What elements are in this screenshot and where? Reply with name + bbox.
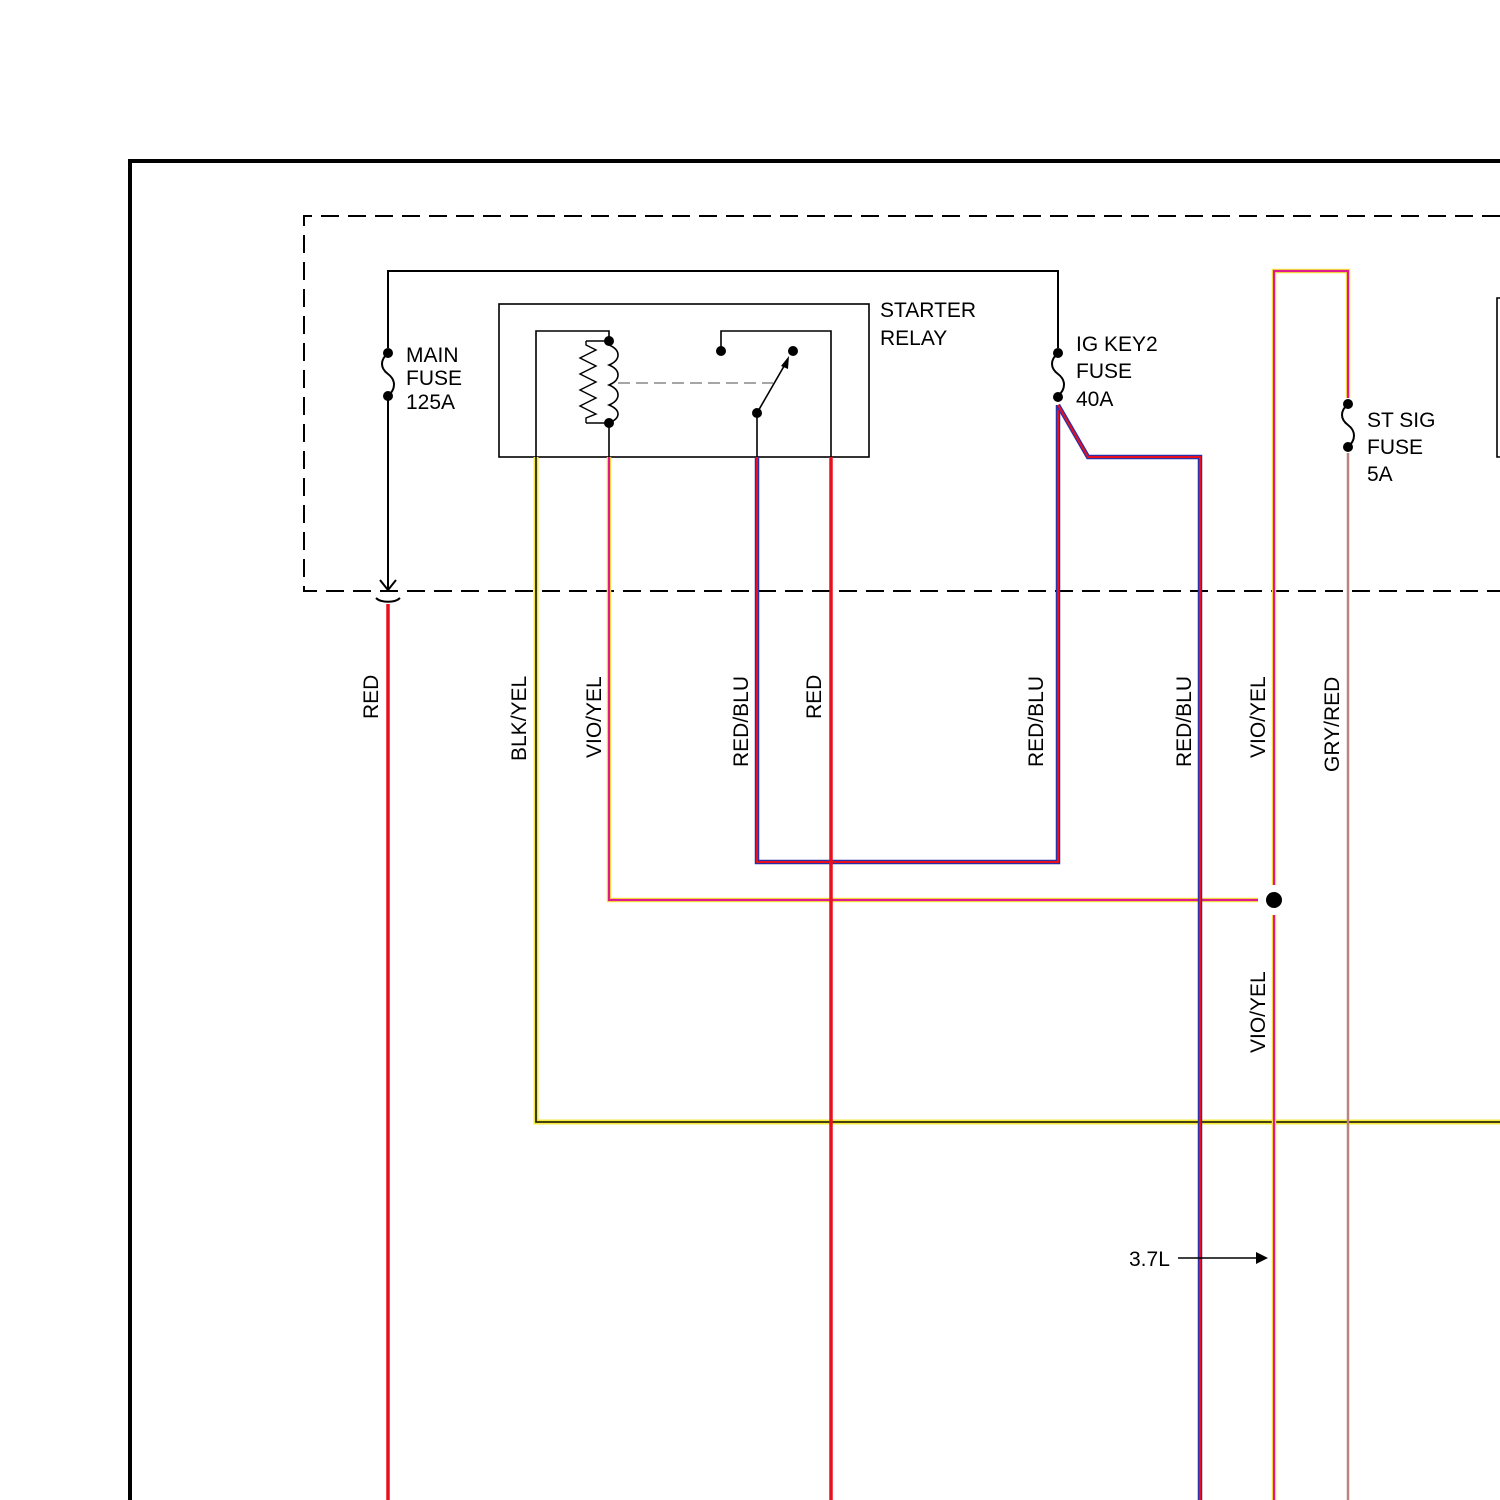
wire-label-main-red: RED (360, 675, 383, 719)
relay-switch-contact-icon (757, 361, 787, 413)
wire-vio-yel-loop (1274, 271, 1348, 1500)
wire-label-vio-yel-relay: VIO/YEL (583, 676, 606, 758)
starter-relay-label-2: RELAY (880, 327, 947, 350)
wire-splice-dot (1266, 892, 1282, 908)
relay-resistor-icon (580, 341, 596, 423)
arrow-right-icon (1178, 1252, 1268, 1264)
ig-key2-fuse (1052, 348, 1064, 402)
st-sig-fuse (1342, 399, 1354, 452)
starter-relay (499, 304, 869, 457)
wire-vio-yel-relay (609, 457, 1258, 900)
wire-label-gry-red: GRY/RED (1321, 677, 1344, 772)
wire-label-vio-yel-lower: VIO/YEL (1247, 971, 1270, 1053)
wire-label-red-relay: RED (803, 675, 826, 719)
wire-label-red-blu-right: RED/BLU (1173, 676, 1196, 767)
wire-label-red-blu-relay: RED/BLU (730, 676, 753, 767)
wire-label-red-blu-ig: RED/BLU (1025, 676, 1048, 767)
st-sig-fuse-label-1: ST SIG (1367, 409, 1435, 432)
st-sig-fuse-label-2: FUSE (1367, 436, 1423, 459)
wire-label-blk-yel: BLK/YEL (508, 676, 531, 761)
main-fuse-label-3: 125A (406, 391, 455, 414)
ig-key2-fuse-label-3: 40A (1076, 388, 1113, 411)
ig-key2-fuse-label-2: FUSE (1076, 360, 1132, 383)
wire-label-vio-yel-upper: VIO/YEL (1247, 676, 1270, 758)
starter-relay-label-1: STARTER (880, 299, 976, 322)
wire-blk-yel (536, 457, 1500, 1122)
engine-variant-label: 3.7L (1129, 1248, 1170, 1271)
wire-red-blu-right (1058, 405, 1200, 1500)
main-fuse-label-2: FUSE (406, 367, 462, 390)
relay-coil-icon (609, 345, 618, 423)
main-fuse (376, 348, 400, 602)
diagram-frame (130, 161, 1500, 1500)
wire-red-blu-loop (757, 405, 1058, 862)
ig-key2-fuse-label-1: IG KEY2 (1076, 333, 1158, 356)
main-fuse-label-1: MAIN (406, 344, 459, 367)
st-sig-fuse-label-3: 5A (1367, 463, 1393, 486)
